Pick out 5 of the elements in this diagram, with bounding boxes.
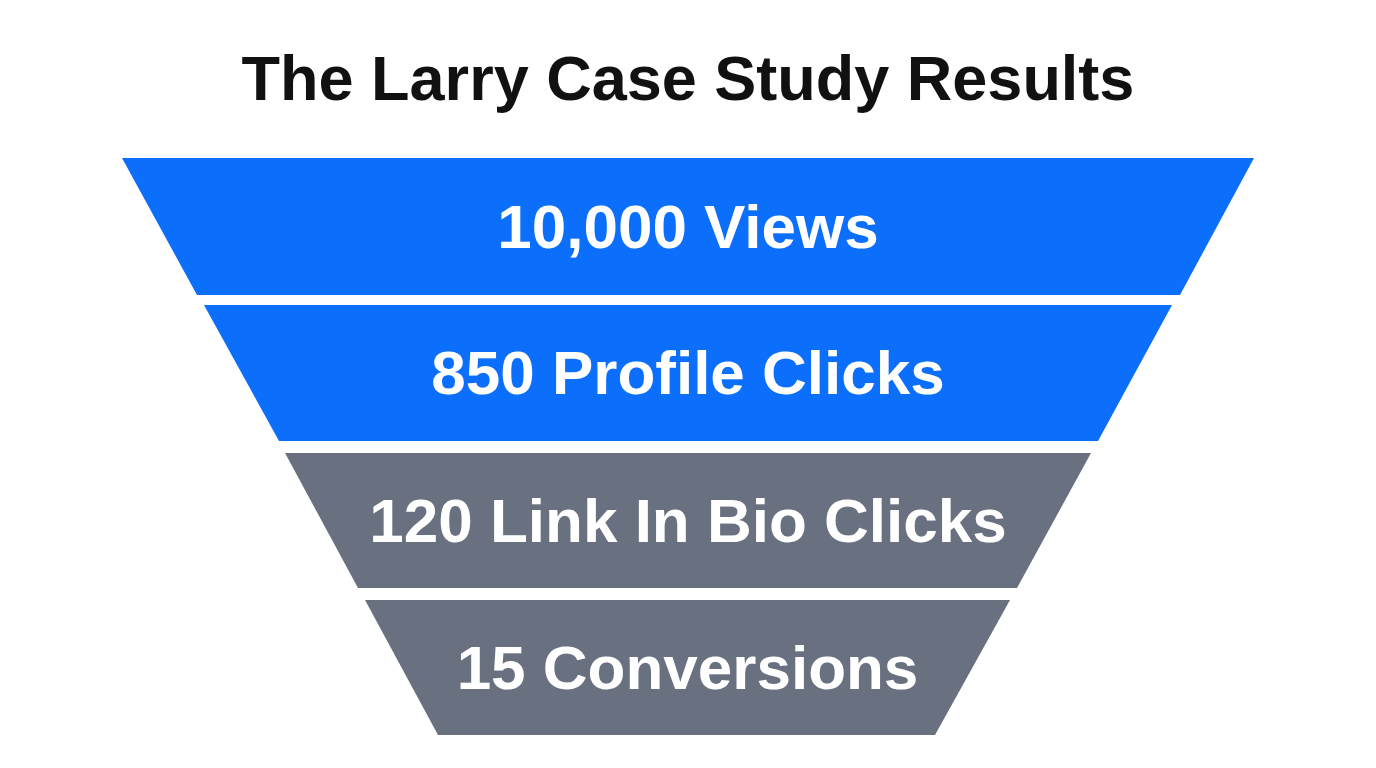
- diagram-title: The Larry Case Study Results: [241, 43, 1135, 113]
- stage-label: 15 Conversions: [456, 632, 919, 702]
- stage-label: 10,000 Views: [497, 191, 879, 261]
- stage-label: 120 Link In Bio Clicks: [369, 485, 1007, 555]
- stage-label: 850 Profile Clicks: [431, 338, 945, 407]
